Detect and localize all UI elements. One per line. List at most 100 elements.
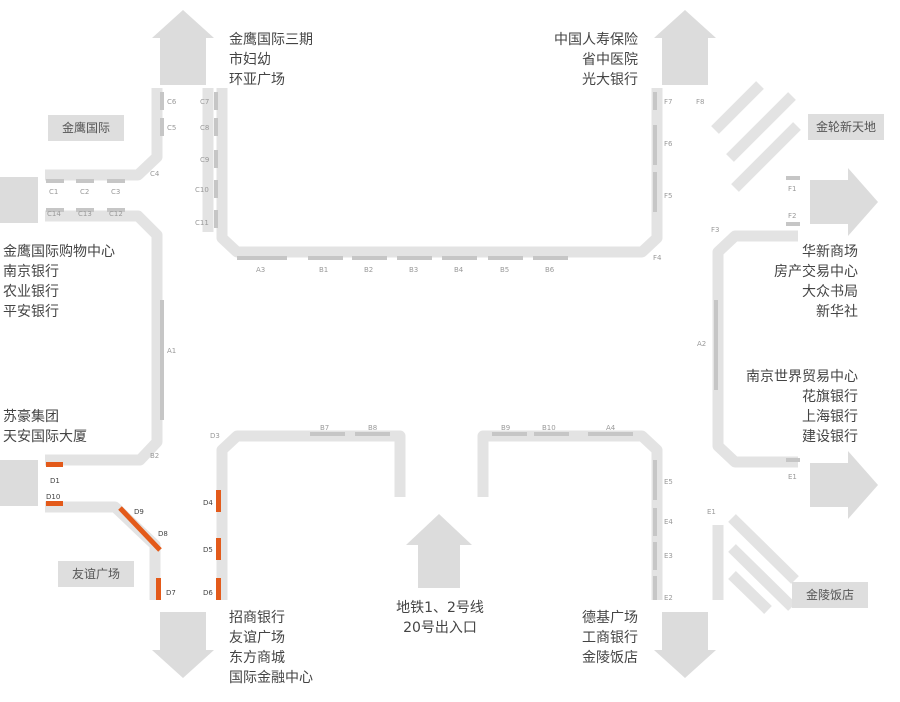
exit-marker-c8[interactable]	[214, 118, 218, 136]
exit-marker-d1[interactable]	[46, 462, 63, 467]
exit-marker-d4[interactable]	[216, 490, 221, 512]
exit-marker-c11[interactable]	[214, 210, 218, 228]
exit-code-f7: F7	[664, 98, 673, 106]
exit-marker-e3[interactable]	[653, 542, 657, 570]
corridor-north	[216, 88, 663, 258]
exit-marker-c12[interactable]	[107, 208, 125, 212]
exit-marker-d10[interactable]	[46, 501, 63, 506]
label-line: 20号出入口	[403, 620, 477, 636]
exit-code-a3: A3	[256, 266, 266, 274]
exit-marker-d6[interactable]	[216, 578, 221, 600]
exit-code-c3: C3	[111, 188, 121, 196]
label-line: 招商银行	[229, 610, 285, 626]
label-east-upper: 华新商场 房产交易中心 大众书局 新华社	[774, 242, 858, 322]
exit-marker-c10[interactable]	[214, 180, 218, 198]
exit-marker-b4[interactable]	[442, 256, 477, 260]
exit-marker-a4[interactable]	[588, 432, 633, 436]
label-line: 金陵饭店	[582, 650, 638, 666]
exit-code-b6: B6	[545, 266, 555, 274]
label-line: 建设银行	[802, 429, 858, 445]
south-center-arrow	[406, 514, 472, 588]
exit-marker-c13[interactable]	[76, 208, 94, 212]
exit-marker-c3[interactable]	[107, 179, 125, 183]
exit-code-b5: B5	[500, 266, 510, 274]
exit-marker-b9[interactable]	[492, 432, 527, 436]
exit-marker-b5[interactable]	[488, 256, 523, 260]
exit-marker-c9[interactable]	[214, 150, 218, 168]
corridor-west-upper	[45, 88, 163, 181]
exit-marker-b8[interactable]	[355, 432, 390, 436]
exit-marker-b10[interactable]	[534, 432, 569, 436]
exit-code-c8: C8	[200, 124, 210, 132]
exit-code-b7: B7	[320, 424, 330, 432]
exit-code-a2: A2	[697, 340, 707, 348]
label-line: 光大银行	[582, 72, 638, 88]
exit-code-d6: D6	[203, 589, 213, 597]
corridor-b-south-right	[477, 430, 663, 600]
corridor-se-diag-1	[728, 514, 799, 584]
exit-marker-e4[interactable]	[653, 508, 657, 536]
exit-marker-d5[interactable]	[216, 538, 221, 560]
corridor-se-diag-3	[728, 571, 772, 614]
box-jinling: 金陵饭店	[792, 582, 868, 608]
exit-marker-b6[interactable]	[533, 256, 568, 260]
exit-code-a4: A4	[606, 424, 616, 432]
label-line: 上海银行	[802, 409, 858, 425]
box-jinying: 金鹰国际	[48, 115, 124, 141]
exit-code-e2: E2	[664, 594, 673, 602]
exit-marker-a3[interactable]	[237, 256, 287, 260]
exit-marker-b3[interactable]	[397, 256, 432, 260]
exit-code-f5: F5	[664, 192, 673, 200]
exit-marker-f6[interactable]	[653, 125, 657, 165]
exit-marker-f2[interactable]	[786, 222, 800, 226]
exit-marker-d7[interactable]	[156, 578, 161, 600]
label-line: 金鹰国际购物中心	[3, 244, 115, 260]
exit-marker-c14[interactable]	[46, 208, 64, 212]
exit-code-c10: C10	[195, 186, 209, 194]
exit-marker-c7[interactable]	[214, 92, 218, 110]
exit-code-b3: B3	[409, 266, 419, 274]
label-line: 南京银行	[3, 264, 59, 280]
east-upper-arrow	[810, 168, 878, 236]
label-line: 平安银行	[3, 304, 59, 320]
label-line: 南京世界贸易中心	[746, 369, 858, 385]
label-south-right: 德基广场 工商银行 金陵饭店	[582, 608, 638, 668]
west-upper-stub	[0, 177, 38, 223]
exit-marker-f7[interactable]	[653, 92, 657, 110]
south-right-arrow	[654, 612, 716, 678]
exit-marker-e5[interactable]	[653, 460, 657, 500]
corridor-ne-diag-2	[726, 92, 796, 162]
label-line: 新华社	[816, 304, 858, 320]
exit-code-d3: D3	[210, 432, 220, 440]
exit-marker-b1[interactable]	[308, 256, 343, 260]
exit-marker-c6[interactable]	[160, 92, 164, 110]
exit-code-c5: C5	[167, 124, 177, 132]
exit-marker-a1[interactable]	[160, 300, 164, 420]
exit-code-d10: D10	[46, 493, 61, 501]
exit-code-e1-lower: E1	[707, 508, 716, 516]
exit-marker-c1[interactable]	[46, 179, 64, 183]
corridor-se-diag-2	[728, 544, 796, 611]
exit-code-f8: F8	[696, 98, 705, 106]
exit-code-f6: F6	[664, 140, 673, 148]
exit-marker-c5[interactable]	[160, 118, 164, 136]
exit-code-f1: F1	[788, 185, 797, 193]
exit-code-e5: E5	[664, 478, 673, 486]
exit-marker-f1[interactable]	[786, 176, 800, 180]
exit-marker-b7[interactable]	[310, 432, 345, 436]
label-west-lower: 苏豪集团 天安国际大厦	[3, 407, 87, 447]
exit-code-d9: D9	[134, 508, 144, 516]
east-lower-arrow	[810, 451, 878, 519]
exit-marker-f5[interactable]	[653, 172, 657, 212]
exit-marker-e2[interactable]	[653, 576, 657, 600]
exit-marker-a2[interactable]	[714, 300, 718, 390]
exit-marker-d9[interactable]	[118, 506, 162, 552]
exit-code-c7: C7	[200, 98, 210, 106]
exit-marker-c2[interactable]	[76, 179, 94, 183]
exit-code-f3: F3	[711, 226, 720, 234]
label-line: 国际金融中心	[229, 670, 313, 686]
exit-marker-e1[interactable]	[786, 458, 800, 462]
exit-marker-b2[interactable]	[352, 256, 387, 260]
corridor-west-mid	[45, 210, 163, 466]
